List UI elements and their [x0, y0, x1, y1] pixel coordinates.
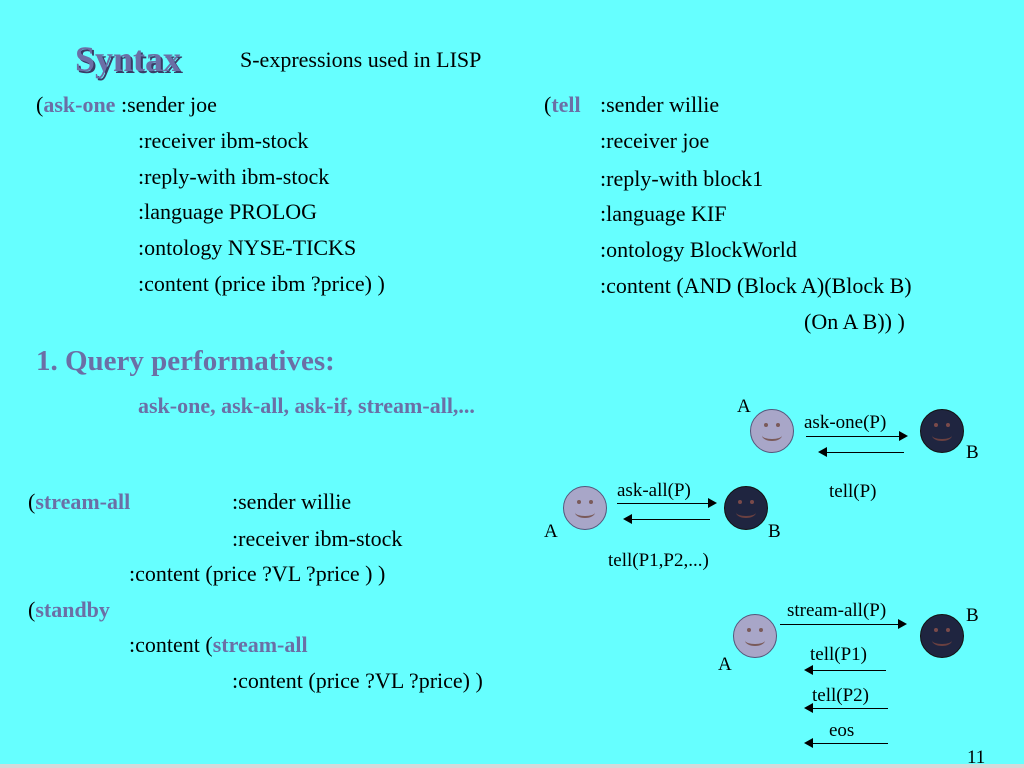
diagram2-request-arrow [617, 498, 717, 508]
tell-reply-with: :reply-with block1 [600, 166, 764, 191]
diagram3-reply-arrow-1 [804, 665, 886, 675]
stream-all-keyword: stream-all [35, 489, 131, 514]
tell-content-continued: (On A B)) ) [804, 309, 905, 334]
ask-one-reply-with: :reply-with ibm-stock [138, 164, 330, 189]
diagram2-request-label: ask-all(P) [617, 480, 691, 501]
agent-b-smiley-icon [920, 409, 964, 453]
diagram1-request-label: ask-one(P) [804, 412, 887, 433]
diagram2-agent-a-label: A [544, 521, 558, 542]
diagram1-agent-a-label: A [737, 396, 751, 417]
open-paren: ( [36, 92, 44, 117]
ask-one-keyword: ask-one [43, 92, 116, 117]
standby-content: :content (stream-all [129, 634, 308, 656]
diagram3-agent-b-label: B [966, 605, 979, 626]
open-paren: ( [28, 597, 36, 622]
tell-language: :language KIF [600, 201, 727, 226]
agent-b-smiley-icon [724, 486, 768, 530]
slide-title: Syntax [75, 39, 182, 79]
ask-one-language: :language PROLOG [138, 199, 318, 224]
tell-receiver: :receiver joe [600, 128, 710, 153]
diagram3-reply-arrow-3 [804, 738, 888, 748]
agent-a-smiley-icon [733, 614, 777, 658]
performatives-list: ask-one, ask-all, ask-if, stream-all,... [138, 393, 475, 418]
diagram1-agent-b-label: B [966, 442, 979, 463]
agent-a-smiley-icon [750, 409, 794, 453]
bottom-border [0, 764, 1024, 768]
standby-inner-keyword: stream-all [212, 632, 308, 657]
open-paren: ( [544, 92, 552, 117]
tell-sender: :sender willie [600, 92, 720, 117]
open-paren: ( [28, 489, 36, 514]
ask-one-first-line: (ask-one :sender joe [36, 94, 217, 116]
tell-content: :content (AND (Block A)(Block B) [600, 273, 912, 298]
diagram1-reply-label: tell(P) [829, 481, 877, 502]
tell-keyword: tell [551, 92, 581, 117]
standby-inner-content: :content (price ?VL ?price) ) [232, 668, 483, 693]
diagram3-request-arrow [780, 619, 907, 629]
standby-first-line: (standby [28, 599, 110, 621]
stream-all-content: :content (price ?VL ?price ) ) [129, 561, 386, 586]
diagram3-reply-label-3: eos [829, 720, 855, 741]
ask-one-content: :content (price ibm ?price) ) [138, 271, 385, 296]
ask-one-sender: :sender joe [120, 92, 217, 117]
diagram2-reply-label: tell(P1,P2,...) [608, 550, 709, 571]
stream-all-sender: :sender willie [232, 489, 352, 514]
diagram3-reply-label-1: tell(P1) [810, 644, 867, 665]
ask-one-ontology: :ontology NYSE-TICKS [138, 235, 357, 260]
diagram3-reply-arrow-2 [804, 703, 888, 713]
agent-b-smiley-icon [920, 614, 964, 658]
tell-ontology: :ontology BlockWorld [600, 237, 797, 262]
standby-keyword: standby [35, 597, 110, 622]
stream-all-first-line: (stream-all [28, 491, 130, 513]
diagram1-reply-arrow [818, 447, 904, 457]
section-heading: 1. Query performatives: [36, 345, 335, 377]
diagram3-reply-label-2: tell(P2) [812, 685, 869, 706]
slide-subtitle: S-expressions used in LISP [240, 47, 482, 72]
diagram1-request-arrow [806, 431, 908, 441]
tell-first-line: (tell [544, 94, 581, 116]
diagram3-request-label: stream-all(P) [787, 600, 887, 621]
diagram2-reply-arrow [623, 514, 710, 524]
agent-a-smiley-icon [563, 486, 607, 530]
page-number: 11 [967, 747, 986, 768]
stream-all-receiver: :receiver ibm-stock [232, 526, 403, 551]
diagram2-agent-b-label: B [768, 521, 781, 542]
diagram3-agent-a-label: A [718, 654, 732, 675]
standby-content-prefix: :content ( [129, 632, 213, 657]
ask-one-receiver: :receiver ibm-stock [138, 128, 309, 153]
